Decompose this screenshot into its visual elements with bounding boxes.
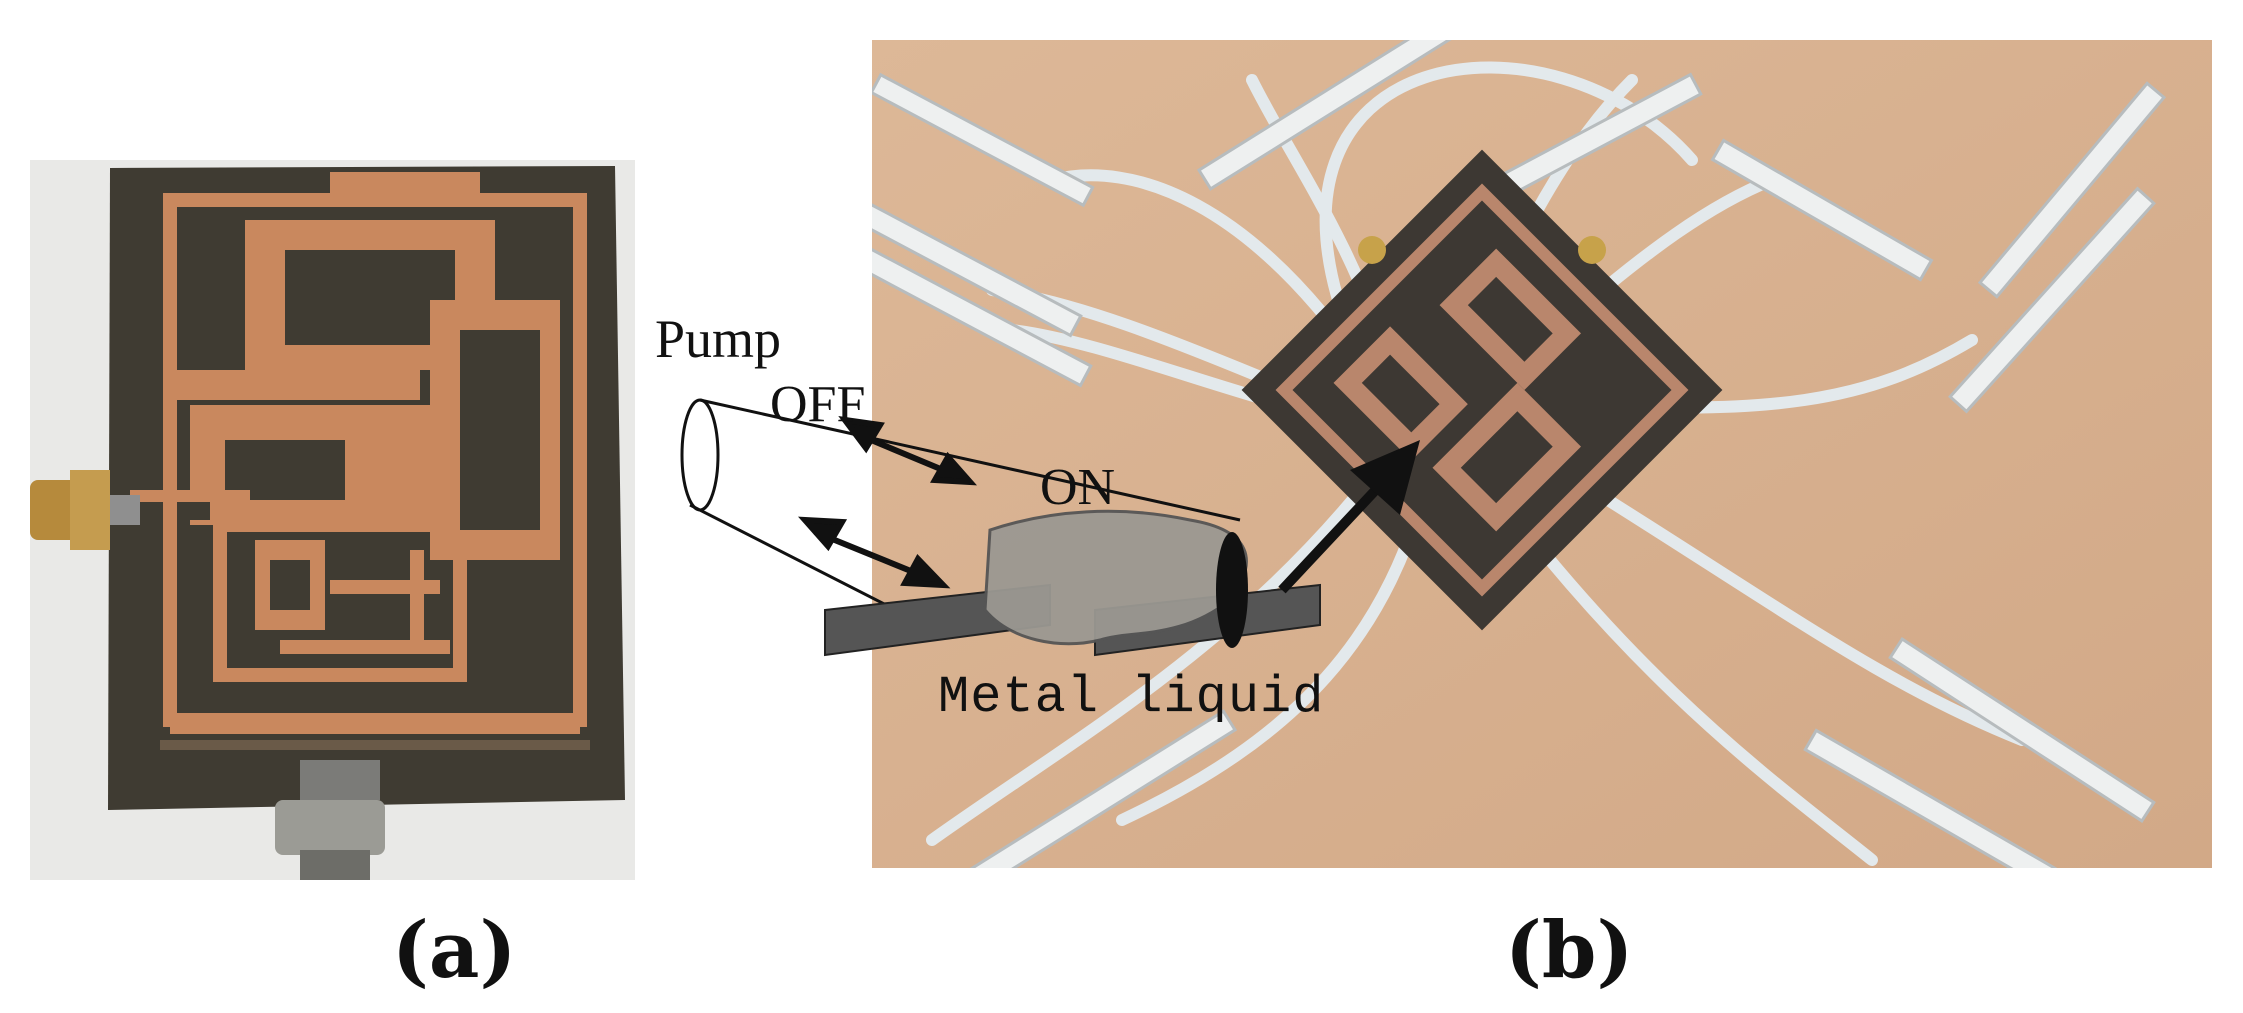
antenna-photo [30, 160, 635, 880]
tube-bottom-edge [689, 503, 901, 614]
caption-a: (a) [392, 905, 517, 996]
tube-end-cap [1216, 532, 1248, 648]
metal-liquid-label: Metal liquid [938, 668, 1325, 727]
double-headed-arrow-icon [798, 516, 951, 589]
caption-b: (b) [1505, 905, 1634, 996]
off-label: OFF [770, 376, 866, 433]
double-headed-arrow-icon [838, 416, 977, 486]
pump-tube-end [680, 398, 720, 512]
pump-label: Pump [655, 309, 782, 369]
syringe-antenna-photo [872, 40, 2212, 868]
tube-top-edge [699, 398, 1241, 522]
pointer-arrow-icon [1278, 440, 1420, 594]
on-label: ON [1040, 459, 1116, 516]
